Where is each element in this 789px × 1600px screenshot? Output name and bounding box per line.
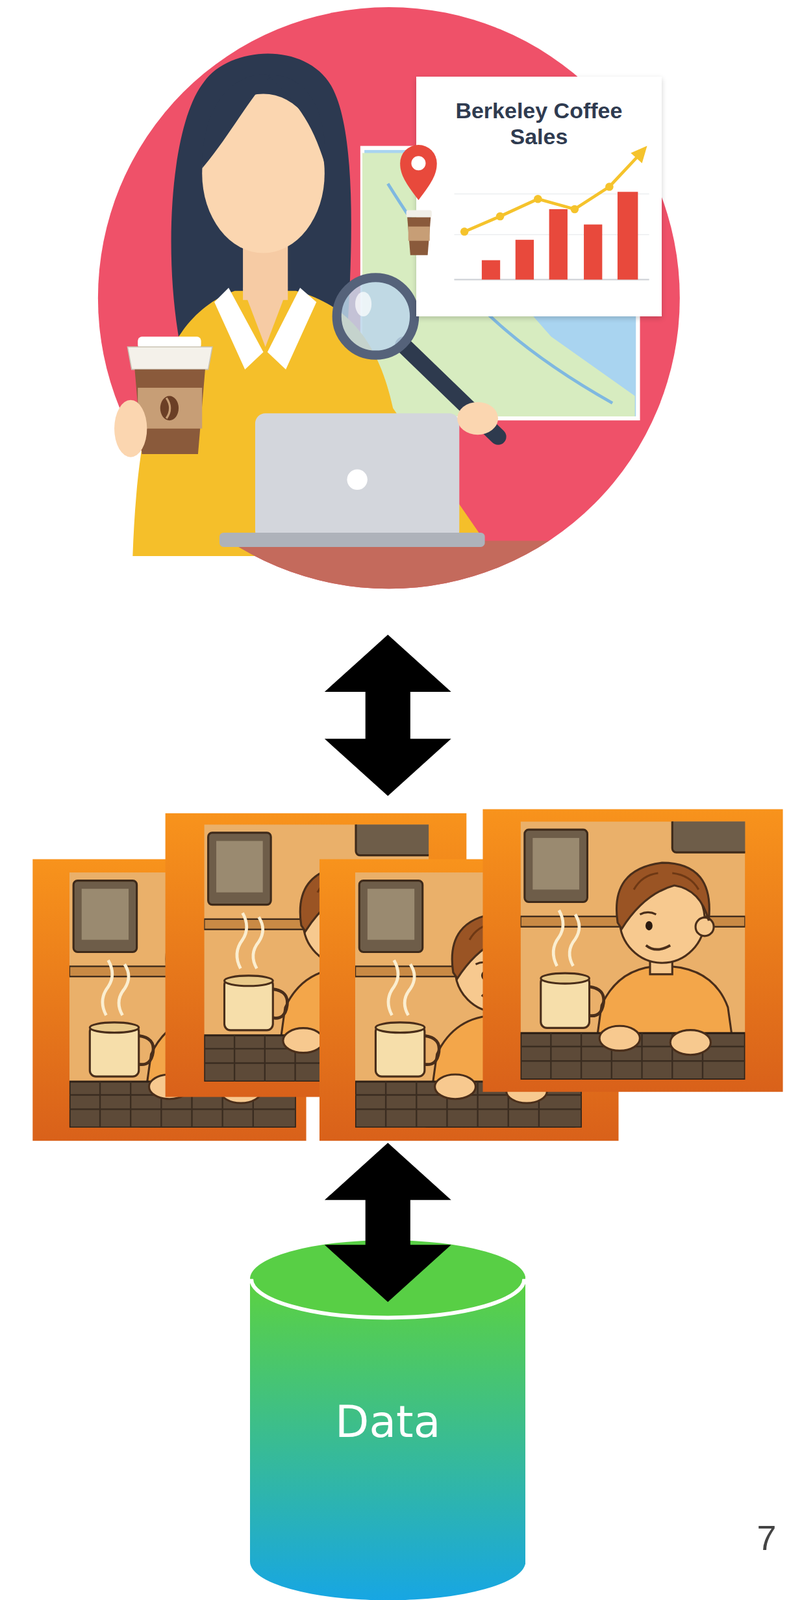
analyst-illustration bbox=[132, 290, 495, 556]
location-pin bbox=[408, 226, 430, 241]
sales-chart bbox=[453, 278, 649, 280]
cylinder-top bbox=[250, 1239, 526, 1317]
coffee-cup bbox=[134, 369, 205, 454]
location-pin bbox=[407, 217, 431, 256]
cylinder-body bbox=[250, 1277, 526, 1600]
page-number: 7 bbox=[744, 1517, 788, 1557]
analyst-illustration bbox=[255, 413, 460, 541]
sales-chart bbox=[570, 205, 580, 214]
location-pin bbox=[400, 144, 438, 256]
sales-chart bbox=[453, 146, 649, 280]
double-arrow bbox=[324, 1142, 452, 1302]
sales-chart bbox=[583, 224, 602, 280]
magnifying-glass bbox=[355, 291, 372, 317]
coffee-cup bbox=[114, 400, 147, 458]
analyst-illustration bbox=[98, 7, 680, 589]
coffee-cup bbox=[137, 387, 202, 429]
worker-cards bbox=[32, 809, 783, 1141]
analyst-illustration bbox=[81, 540, 715, 602]
sales-chart bbox=[630, 146, 647, 164]
sales-chart bbox=[605, 182, 614, 191]
chart-card: Berkeley Coffee Sales bbox=[416, 76, 662, 317]
location-pin bbox=[411, 155, 426, 171]
sales-chart bbox=[460, 227, 469, 236]
worker-cards bbox=[520, 816, 750, 1080]
coffee-cup bbox=[160, 395, 179, 421]
coffee-cup bbox=[127, 346, 212, 370]
analyst-illustration bbox=[267, 287, 317, 370]
location-pin bbox=[406, 210, 432, 218]
sales-chart bbox=[481, 260, 501, 280]
analyst-illustration bbox=[201, 74, 272, 169]
sales-chart bbox=[453, 233, 649, 236]
sales-chart bbox=[549, 209, 568, 280]
analyst-illustration bbox=[267, 75, 326, 164]
double-arrow bbox=[324, 634, 452, 796]
location-pin bbox=[400, 144, 438, 201]
analyst-illustration bbox=[81, 7, 715, 602]
worker-cards bbox=[520, 816, 750, 1080]
database-cylinder: Data bbox=[250, 1239, 526, 1600]
magnifying-glass bbox=[403, 344, 499, 437]
analyst-illustration bbox=[346, 469, 367, 490]
worker-cards bbox=[482, 809, 783, 1092]
sales-chart bbox=[496, 212, 505, 221]
cylinder-rim bbox=[251, 1277, 525, 1317]
sales-chart bbox=[617, 191, 638, 280]
magnifying-glass bbox=[337, 277, 415, 355]
sales-chart bbox=[453, 193, 649, 195]
sales-chart bbox=[515, 239, 534, 280]
node-text: Berkeley Coffee Sales bbox=[435, 97, 642, 150]
analyst-illustration bbox=[214, 287, 263, 370]
analyst-illustration bbox=[219, 532, 486, 547]
magnifying-glass bbox=[457, 401, 499, 435]
node-text: Data bbox=[250, 1398, 526, 1445]
coffee-cup bbox=[166, 398, 171, 419]
coffee-cup bbox=[114, 336, 213, 457]
sales-chart bbox=[464, 155, 639, 232]
sales-chart bbox=[533, 194, 543, 204]
